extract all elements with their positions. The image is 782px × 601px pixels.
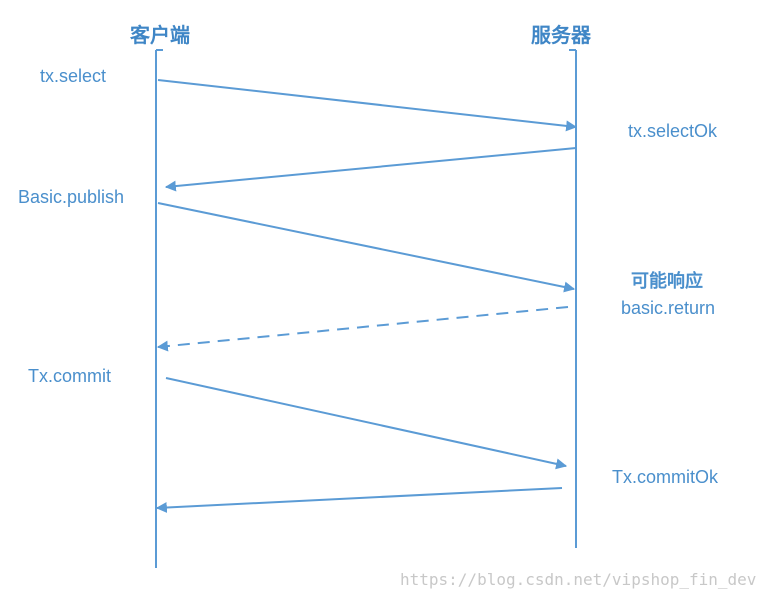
server-lifeline [569, 49, 577, 548]
arrow-tx-commit [165, 377, 568, 470]
message-label-basic-return: basic.return [621, 298, 716, 318]
client-header: 客户端 [130, 23, 190, 47]
message-label-tx-select: tx.select [40, 66, 107, 86]
message-label-tx-commit: Tx.commit [28, 366, 111, 386]
message-label-basic-publish: Basic.publish [18, 187, 125, 207]
message-label-tx-selectok: tx.selectOk [628, 121, 718, 141]
message-note-possible-response: 可能响应 [631, 271, 703, 292]
arrow-tx-select [157, 79, 578, 132]
arrow-basic-return [156, 306, 569, 352]
arrow-basic-publish [157, 202, 576, 293]
client-lifeline [155, 49, 163, 568]
message-label-tx-commitok: Tx.commitOk [612, 467, 718, 487]
arrow-tx-commitok [155, 487, 563, 514]
watermark-text: https://blog.csdn.net/vipshop_fin_dev [400, 570, 757, 589]
arrow-tx-selectok [164, 147, 577, 192]
server-header: 服务器 [531, 23, 591, 47]
